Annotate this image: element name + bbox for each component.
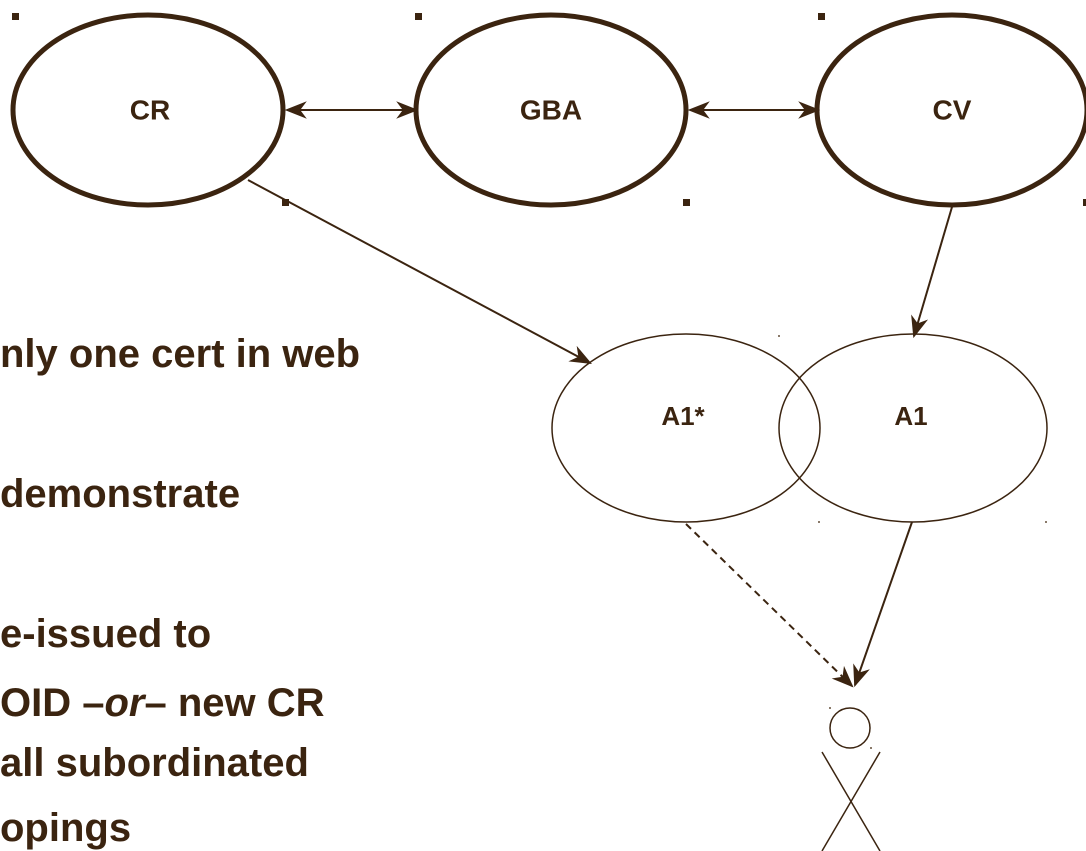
figure-handles (829, 707, 872, 749)
text-line-4-italic: or (104, 681, 145, 725)
node-a1: A1 (778, 333, 1048, 523)
node-cr-label: CR (130, 94, 170, 125)
node-gba: GBA (413, 12, 689, 208)
text-line-5: all subordinated (0, 741, 309, 785)
node-cv: CV (814, 12, 1086, 208)
node-a1-star-label: A1* (661, 401, 705, 431)
text-line-4-after: – new CR (144, 681, 325, 725)
arrow-a1-star-user (685, 523, 854, 688)
node-cr: CR (10, 12, 286, 208)
selection-handles (12, 13, 1086, 206)
node-a1-star: A1* (551, 333, 821, 523)
faint-handles (778, 335, 1047, 523)
arrow-a1-user (853, 521, 913, 688)
text-line-4-before: OID – (0, 681, 105, 725)
arrow-cr-a1-star (247, 179, 592, 365)
text-line-2: demonstrate (0, 472, 241, 516)
arrow-cv-a1 (911, 206, 953, 339)
text-line-6: opings (0, 806, 132, 850)
node-gba-label: GBA (520, 94, 582, 125)
node-cv-label: CV (933, 94, 972, 125)
user-figure-icon (821, 707, 881, 851)
text-line-1: nly one cert in web (0, 332, 361, 376)
node-a1-label: A1 (894, 401, 927, 431)
text-line-4: OID –or– new CR (0, 683, 325, 723)
text-line-3: e-issued to (0, 612, 212, 656)
